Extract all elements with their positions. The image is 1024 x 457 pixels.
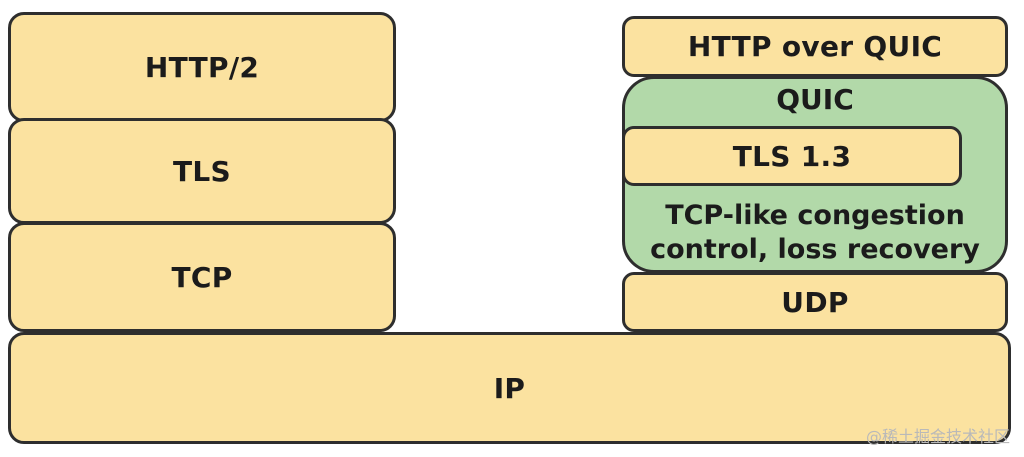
tcp-label: TCP [171, 260, 233, 294]
tls-label: TLS [172, 154, 231, 188]
ip-layer: IP [8, 332, 1011, 444]
http-over-quic-label: HTTP over QUIC [687, 30, 943, 63]
watermark: @稀土掘金技术社区 [865, 427, 1010, 446]
http2-layer: HTTP/2 [8, 12, 396, 122]
ip-label: IP [493, 371, 526, 405]
udp-label: UDP [781, 285, 849, 319]
congestion-line-2: control, loss recovery [650, 234, 980, 265]
congestion-line-1: TCP-like congestion [665, 200, 965, 231]
tls-layer: TLS [8, 118, 396, 224]
tcp-layer: TCP [8, 222, 396, 332]
udp-layer: UDP [622, 272, 1008, 332]
quic-label: QUIC [776, 83, 854, 116]
tls13-label: TLS 1.3 [732, 139, 852, 173]
http-over-quic-layer: HTTP over QUIC [622, 16, 1008, 77]
http2-label: HTTP/2 [144, 50, 260, 84]
tls13-layer: TLS 1.3 [622, 126, 962, 186]
congestion-control-label: TCP-like congestion control, loss recove… [625, 199, 1005, 267]
